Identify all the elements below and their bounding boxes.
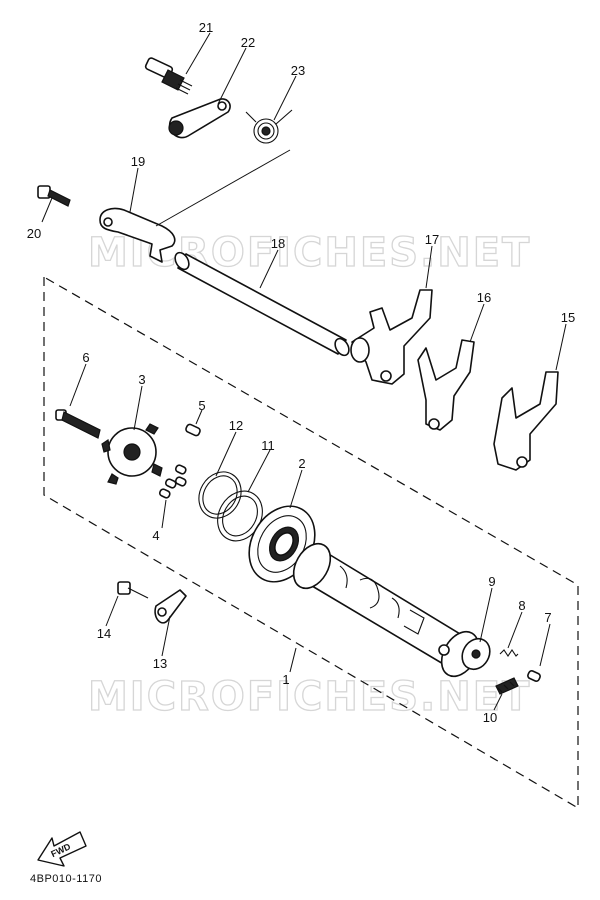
callout-6: 6 — [82, 350, 89, 365]
watermark-bottom: MICROFICHES.NET — [88, 674, 531, 720]
bolt-20 — [37, 185, 71, 207]
shift-fork-17 — [350, 289, 433, 385]
leader-lines — [41, 32, 567, 711]
screw-10 — [495, 677, 519, 695]
forward-arrow-icon: FWD — [37, 831, 87, 867]
fork-shaft-18 — [174, 251, 350, 357]
lever-13 — [154, 589, 187, 624]
circlip-12 — [198, 471, 242, 519]
assembly-boundary — [43, 275, 579, 810]
stopper-lever-22 — [168, 98, 231, 139]
shift-drum-1 — [292, 542, 480, 678]
callout-19: 19 — [131, 154, 145, 169]
callout-20: 20 — [27, 226, 41, 241]
bolt-14 — [117, 581, 149, 599]
pin-7 — [527, 670, 541, 682]
callout-23: 23 — [291, 63, 305, 78]
callout-7: 7 — [544, 610, 551, 625]
callout-16: 16 — [477, 290, 491, 305]
callout-3: 3 — [138, 372, 145, 387]
shift-fork-15 — [493, 371, 559, 471]
shift-fork-16 — [417, 339, 475, 431]
segment-3 — [101, 423, 163, 485]
callout-2: 2 — [298, 456, 305, 471]
callout-5: 5 — [198, 398, 205, 413]
callout-21: 21 — [199, 20, 213, 35]
callout-15: 15 — [561, 310, 575, 325]
shift-lever-19 — [99, 149, 291, 263]
torsion-spring-23 — [245, 109, 293, 144]
callout-14: 14 — [97, 626, 111, 641]
callout-9: 9 — [488, 574, 495, 589]
callout-22: 22 — [241, 35, 255, 50]
bolt-21 — [144, 57, 193, 95]
callout-11: 11 — [261, 438, 275, 453]
callout-4: 4 — [152, 528, 159, 543]
callout-8: 8 — [518, 598, 525, 613]
callout-10: 10 — [483, 710, 497, 725]
pin-5 — [185, 423, 201, 437]
callout-1: 1 — [282, 672, 289, 687]
plate-9 — [461, 637, 491, 671]
callout-12: 12 — [229, 418, 243, 433]
spring-8 — [499, 649, 519, 657]
callout-18: 18 — [271, 236, 285, 251]
bolt-6 — [55, 409, 101, 439]
pins-4 — [158, 464, 187, 499]
callout-13: 13 — [153, 656, 167, 671]
diagram-code: 4BP010-1170 — [30, 873, 102, 885]
callout-17: 17 — [425, 232, 439, 247]
